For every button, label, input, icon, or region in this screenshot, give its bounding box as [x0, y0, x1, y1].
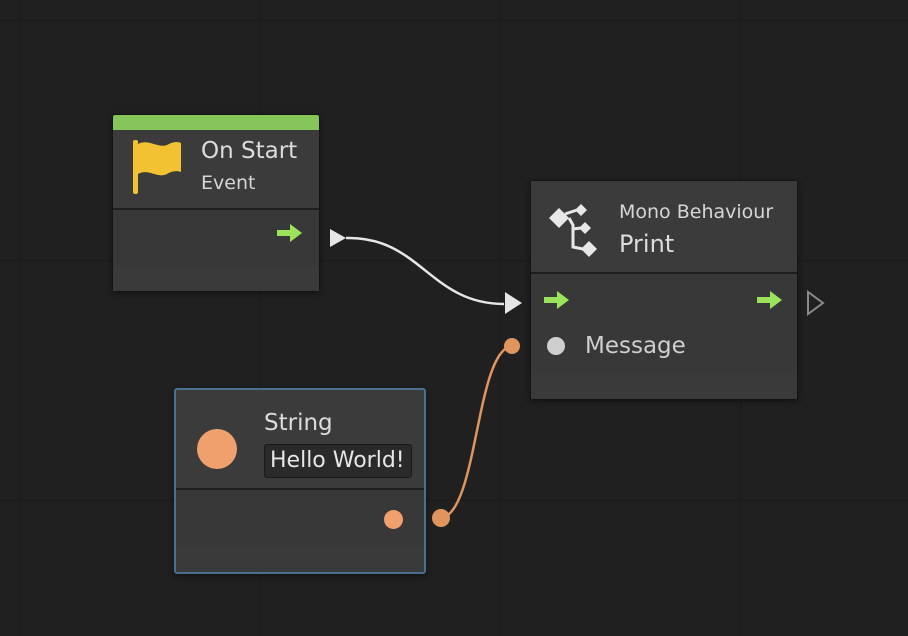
node-subtitle: Event — [201, 172, 256, 194]
node-ports-row — [113, 210, 319, 270]
print-flow-input-port[interactable] — [505, 292, 522, 314]
string-literal-node[interactable]: String Hello World! — [174, 388, 426, 574]
node-footer — [176, 546, 424, 572]
node-header: On Start Event — [113, 130, 319, 210]
orange-circle-icon — [197, 429, 237, 469]
node-title: Print — [619, 230, 675, 258]
message-input-label: Message — [585, 333, 686, 359]
node-header: String Hello World! — [176, 390, 424, 490]
event-accent-bar — [113, 115, 319, 130]
string-value-output-port[interactable] — [432, 509, 450, 527]
node-title: On Start — [201, 138, 298, 164]
print-message-input-port[interactable] — [504, 338, 520, 354]
print-node[interactable]: Mono Behaviour Print Message — [530, 180, 798, 400]
on-start-event-node[interactable]: On Start Event — [112, 114, 320, 292]
flow-input-arrow-icon — [544, 290, 570, 310]
flow-output-arrow-icon — [277, 223, 303, 243]
flow-connection-wire[interactable] — [345, 236, 505, 306]
node-category: Mono Behaviour — [619, 201, 774, 223]
on-start-flow-output-port[interactable] — [330, 229, 346, 247]
message-port-dot-icon[interactable] — [547, 337, 565, 355]
node-title: String — [264, 410, 333, 436]
flow-output-arrow-icon — [757, 290, 783, 310]
output-port-dot-icon — [384, 510, 403, 529]
print-flow-output-port[interactable] — [807, 290, 825, 316]
flow-graph-icon — [545, 201, 603, 259]
node-footer — [113, 268, 319, 291]
node-header: Mono Behaviour Print — [531, 181, 797, 274]
data-connection-wire[interactable] — [441, 344, 513, 520]
node-ports-row — [176, 490, 424, 548]
flag-icon — [131, 138, 185, 196]
node-ports-area: Message — [531, 274, 797, 376]
string-value-field[interactable]: Hello World! — [264, 444, 412, 478]
node-footer — [531, 374, 797, 399]
